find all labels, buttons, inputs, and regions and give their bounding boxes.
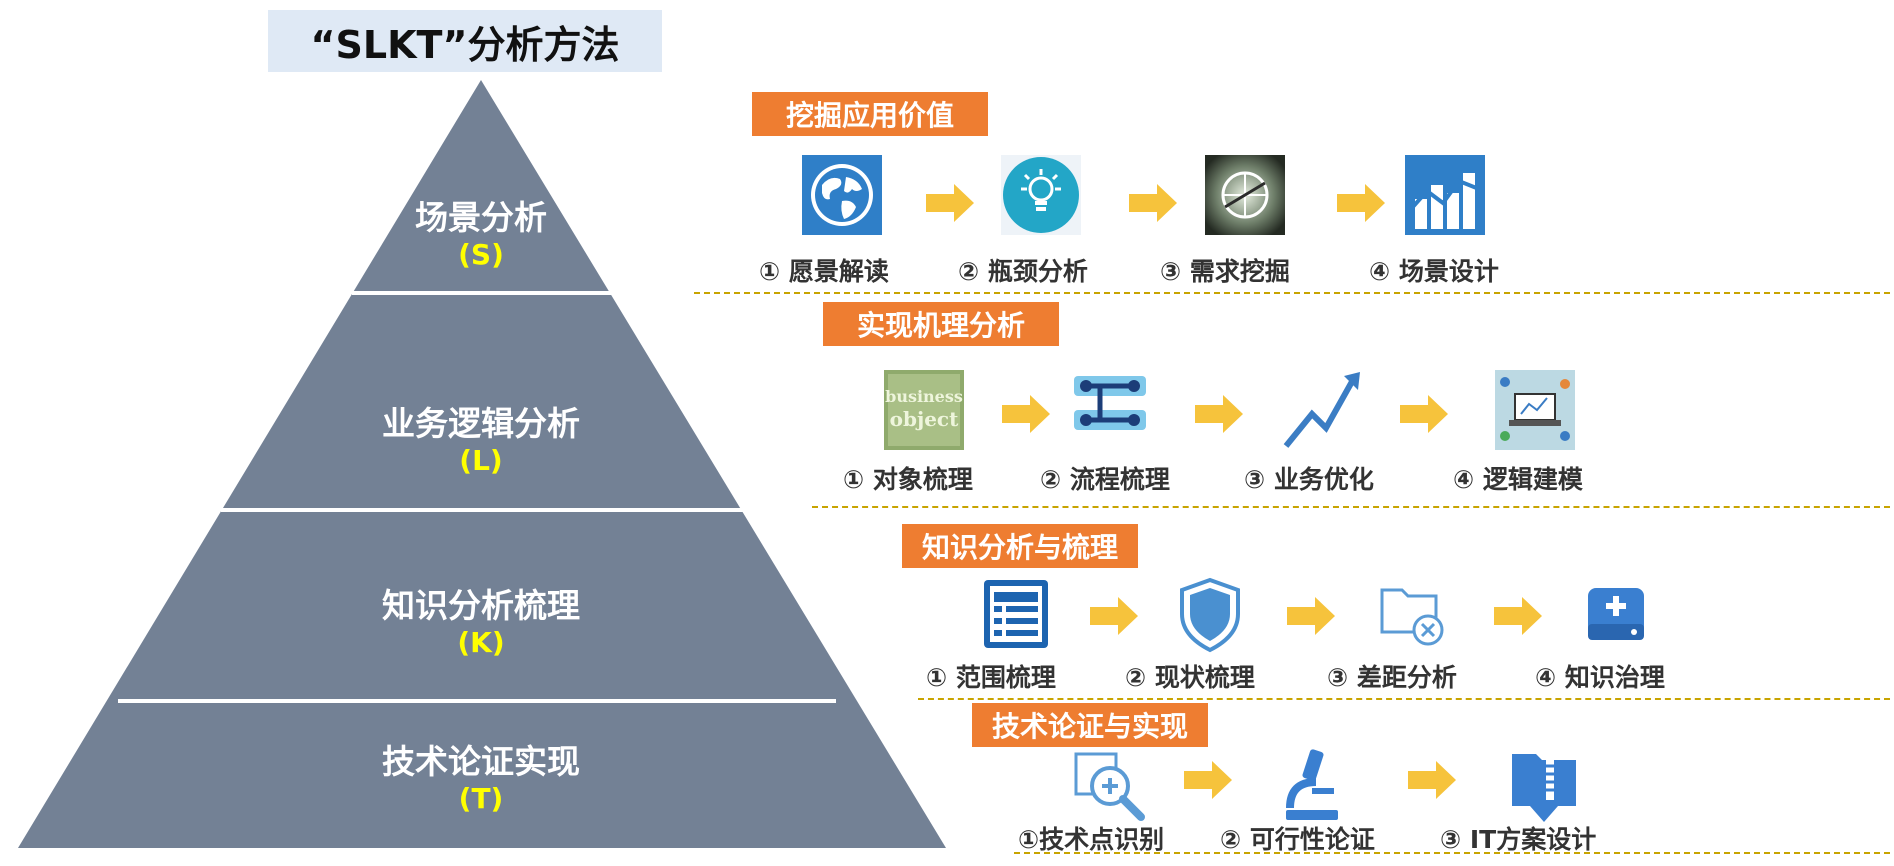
business-text: business [885,387,963,406]
folder-x-icon [1380,588,1444,646]
step-label: ③ 差距分析 [1327,663,1457,692]
list-document-icon [984,580,1048,648]
arrow-right-icon [1184,761,1232,799]
level-code: (S) [458,238,504,271]
magnifier-icon [1074,752,1145,821]
business-object-icon: business object [884,370,964,450]
step-label: ③ 需求挖掘 [1160,257,1290,286]
level-name: 业务逻辑分析 [382,404,580,443]
lightbulb-icon [1001,155,1081,235]
trend-up-icon [1283,372,1360,448]
arrow-right-icon [926,184,974,222]
page-title: “SLKT”分析方法 [268,10,662,72]
arrow-right-icon [1400,395,1448,433]
arrow-right-icon [1090,597,1138,635]
arrow-right-icon [1408,761,1456,799]
section-title-value-mining: 挖掘应用价值 [752,92,988,136]
medical-drive-icon [1588,588,1644,640]
step-label: ① 愿景解读 [759,257,889,286]
step-label: ④ 知识治理 [1535,663,1665,692]
level-name: 技术论证实现 [382,742,580,781]
step-label: ④ 逻辑建模 [1453,465,1583,494]
section-title-tech: 技术论证与实现 [972,703,1208,747]
pyramid-shape [18,80,946,848]
step-label: ① 范围梳理 [926,663,1056,692]
arrow-right-icon [1129,184,1177,222]
arrow-right-icon [1494,597,1542,635]
level-name: 知识分析梳理 [382,586,580,625]
step-label: ② 瓶颈分析 [958,257,1088,286]
section-divider [812,506,1890,508]
microscope-icon [1286,749,1338,820]
step-label: ② 流程梳理 [1040,465,1170,494]
step-label: ② 可行性论证 [1220,825,1375,854]
zip-folder-icon [1512,754,1576,822]
section-title-knowledge: 知识分析与梳理 [902,524,1138,568]
step-label: ③ 业务优化 [1244,465,1374,494]
step-label: ④ 场景设计 [1369,257,1499,286]
step-label: ① 对象梳理 [843,465,973,494]
level-name: 场景分析 [415,198,547,237]
arrow-right-icon [1002,395,1050,433]
section-divider [1014,852,1890,854]
globe-icon [802,155,882,235]
section-divider [694,292,1890,294]
level-code: (T) [458,782,504,815]
flowchart-icon [1070,370,1150,450]
pyramid-level-l: 业务逻辑分析 (L) [301,404,661,478]
step-label: ③ IT方案设计 [1440,825,1597,854]
step-label: ①技术点识别 [1018,825,1165,854]
slkt-pyramid [18,80,946,848]
arrow-right-icon [1287,597,1335,635]
pyramid-level-t: 技术论证实现 (T) [301,742,661,816]
shield-icon [1180,577,1240,653]
level-code: (K) [457,626,505,659]
step-label: ② 现状梳理 [1125,663,1255,692]
arrow-right-icon [1337,184,1385,222]
pyramid-level-k: 知识分析梳理 (K) [301,586,661,660]
laptop-model-icon [1495,370,1575,450]
arrow-right-icon [1195,395,1243,433]
section-title-mechanism: 实现机理分析 [823,302,1059,346]
compass-photo-icon [1205,155,1285,235]
section-divider [918,698,1890,700]
level-code: (L) [459,444,503,477]
bar-chart-icon [1405,155,1485,235]
pyramid-level-s: 场景分析 (S) [301,198,661,272]
object-text: object [890,407,959,431]
